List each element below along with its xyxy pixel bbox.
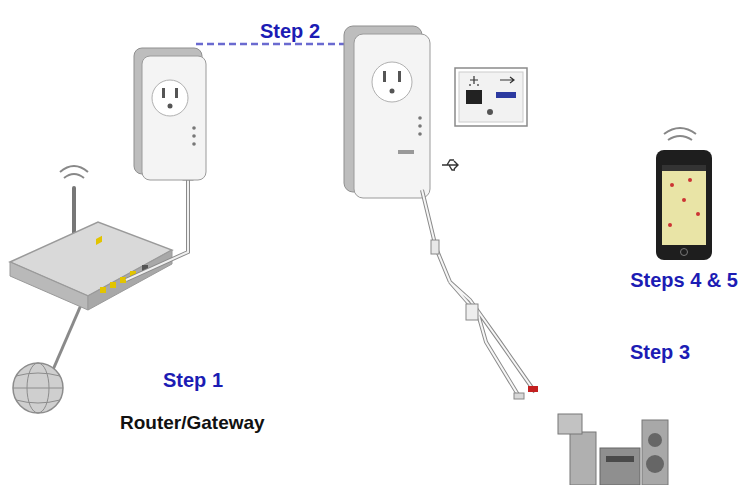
powerline-adapter [398, 150, 414, 154]
stereo-speakers [570, 432, 596, 485]
powerline-adapter [162, 88, 165, 98]
smartphone [682, 198, 686, 202]
router [10, 262, 88, 310]
powerline-adapter [344, 26, 430, 198]
router [96, 236, 102, 245]
smartphone [696, 212, 700, 216]
powerline-link [196, 43, 352, 46]
router [120, 277, 126, 283]
powerline-adapter [418, 116, 422, 120]
audio-cable [422, 190, 538, 399]
powerline-adapter [354, 34, 430, 198]
port-inset [487, 109, 493, 115]
powerline-adapter [383, 71, 386, 82]
usb-symbol [442, 160, 458, 170]
smartphone [664, 128, 696, 140]
step-label: Step 3 [628, 340, 692, 364]
port-inset [455, 68, 527, 126]
audio-cable [422, 190, 535, 398]
smartphone [662, 165, 706, 245]
powerline-adapter [390, 89, 395, 94]
step-label: Step 1 [161, 368, 225, 392]
step-label: Steps 4 & 5 [628, 268, 740, 292]
router [60, 166, 88, 178]
device-label: Router/Gateway [118, 411, 267, 435]
router [100, 265, 148, 293]
ethernet-cable [126, 170, 193, 280]
router [10, 166, 172, 310]
router [110, 282, 116, 288]
stereo-speakers [558, 414, 582, 434]
stereo-speakers [558, 414, 668, 485]
audio-cable [514, 393, 524, 399]
internet-globe [13, 388, 63, 389]
step-label: Step 2 [258, 19, 322, 43]
smartphone [656, 128, 712, 260]
powerline-adapter [192, 126, 196, 130]
powerline-adapter [418, 132, 422, 136]
powerline-adapter [175, 88, 178, 98]
stereo-speakers [648, 433, 662, 447]
stereo-speakers [606, 456, 634, 462]
powerline-adapter [398, 71, 401, 82]
smartphone [681, 249, 688, 256]
powerline-adapter [168, 104, 173, 109]
stereo-speakers [600, 448, 640, 485]
powerline-adapter [134, 48, 206, 180]
powerline-adapter [418, 124, 422, 128]
internet-globe [13, 363, 63, 413]
powerline-adapter [192, 142, 196, 146]
ethernet-cable [126, 178, 188, 280]
powerline-adapter [142, 56, 206, 180]
stereo-speakers [642, 420, 668, 485]
audio-cable [528, 386, 538, 392]
port-inset [455, 68, 527, 126]
powerline-adapter [152, 80, 188, 116]
powerline-link [196, 44, 352, 45]
ethernet-cable [126, 178, 188, 280]
powerline-adapter [372, 62, 412, 102]
router [72, 188, 76, 238]
audio-cable [466, 304, 478, 320]
audio-cable [431, 240, 439, 254]
smartphone [668, 223, 672, 227]
smartphone [656, 150, 712, 260]
port-inset [496, 92, 516, 98]
stereo-speakers [646, 455, 664, 473]
smartphone [670, 183, 674, 187]
smartphone [688, 178, 692, 182]
router [100, 287, 106, 293]
usb-symbol [442, 160, 458, 170]
smartphone [662, 165, 706, 171]
internet-globe [16, 373, 60, 403]
internet-globe [52, 298, 84, 372]
port-inset [470, 76, 478, 86]
port-inset [500, 77, 514, 83]
internet-globe [13, 298, 84, 413]
port-inset [459, 72, 523, 122]
port-inset [466, 90, 482, 104]
audio-cable [422, 190, 535, 398]
powerline-adapter [192, 134, 196, 138]
